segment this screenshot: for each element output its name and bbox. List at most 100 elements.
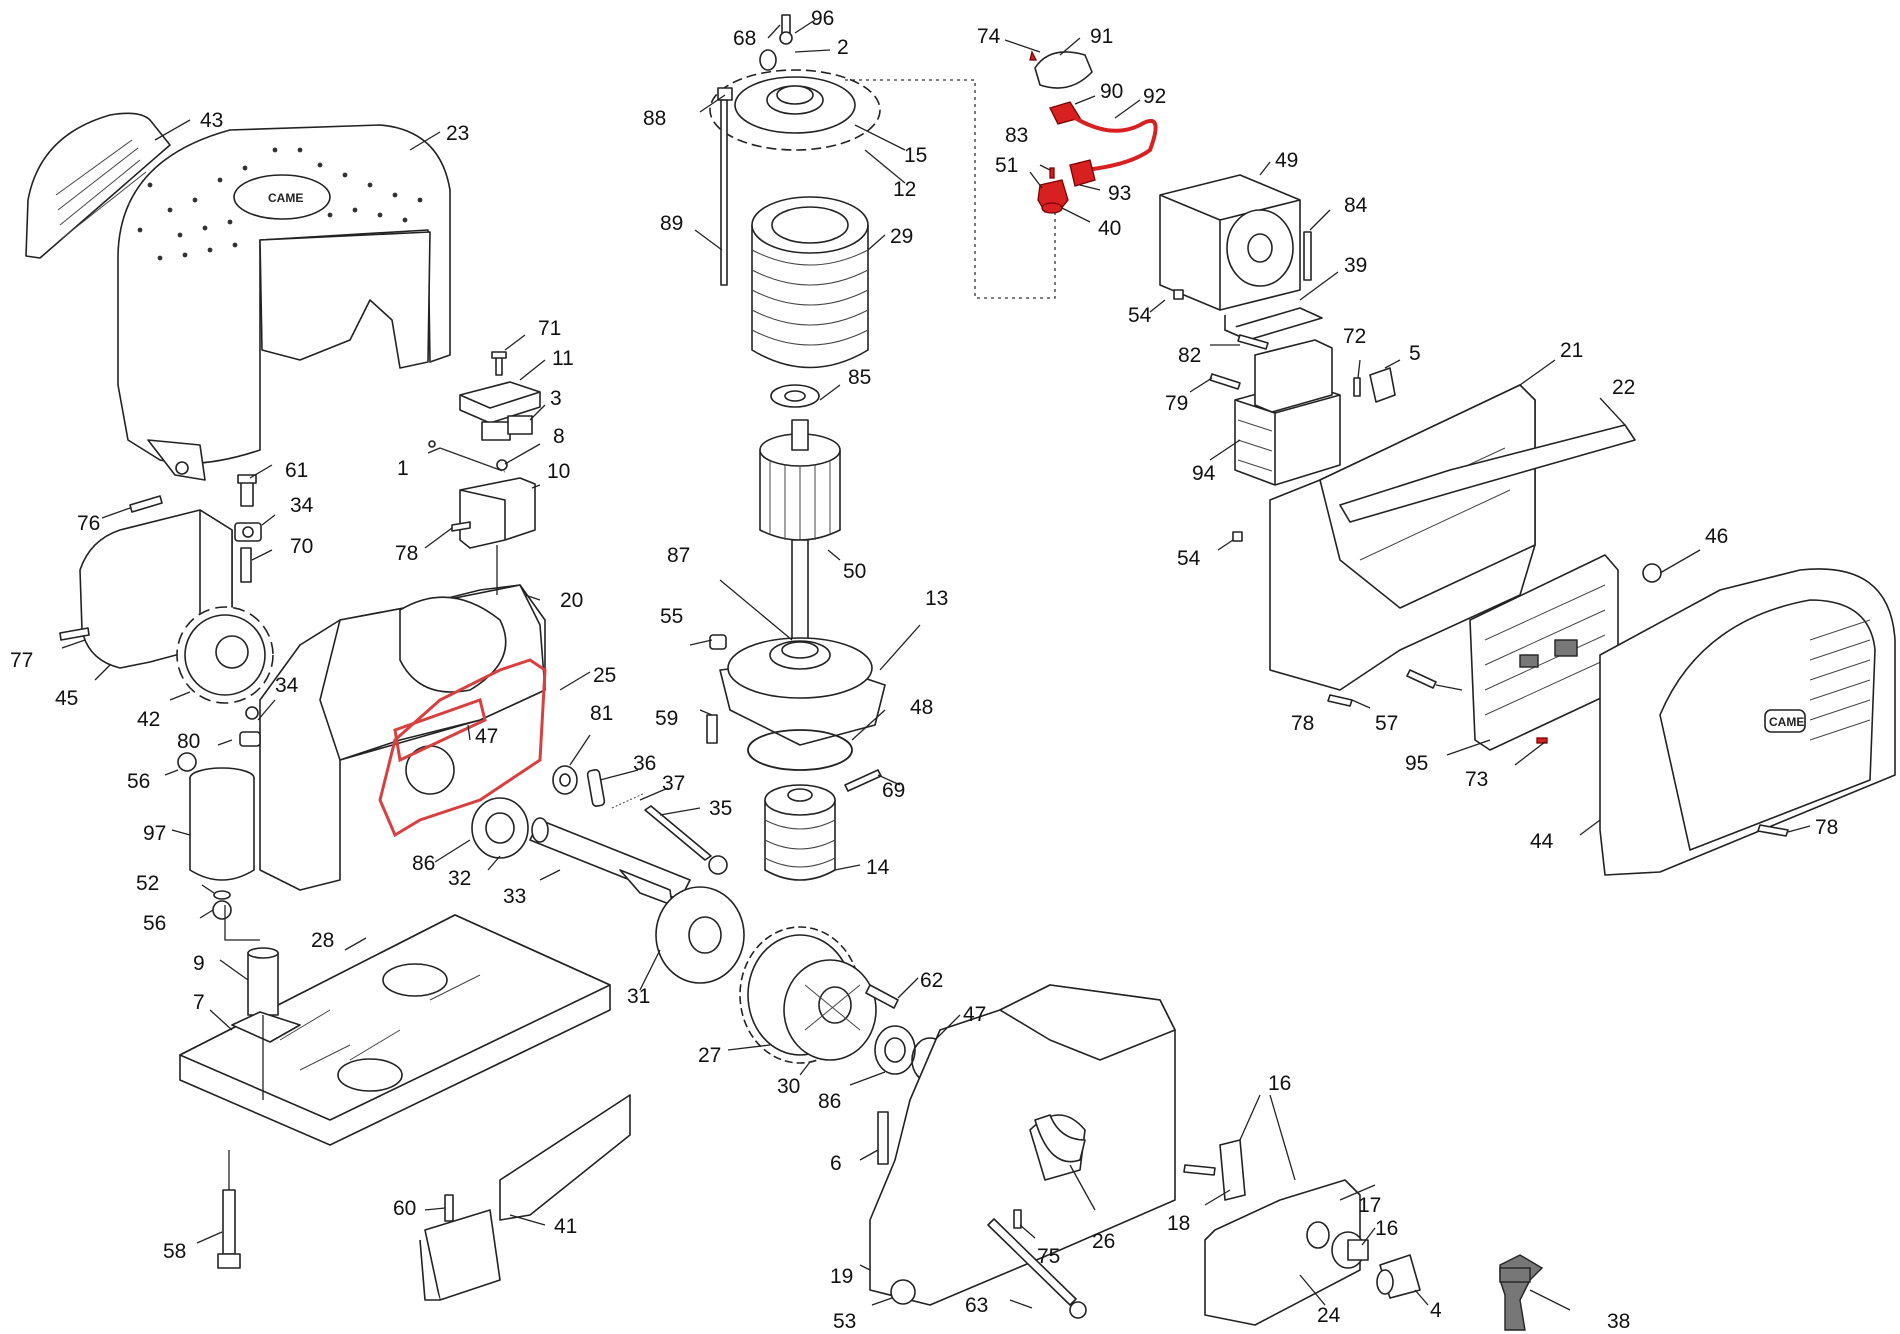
label-8: 8 [553,425,565,448]
label-42: 42 [137,708,160,731]
part-53-nut [890,1279,916,1305]
part-93-plug [1069,159,1096,187]
part-91-cap [1034,51,1093,89]
label-28: 28 [311,929,334,952]
part-18-screw [1183,1164,1216,1176]
part-22-board-cover [1339,424,1636,523]
label-15: 15 [904,144,927,167]
part-76-screw [129,495,163,513]
part-number-labels: 68 96 2 74 91 90 92 88 15 12 83 51 93 40… [10,7,1838,1333]
label-73: 73 [1465,768,1488,791]
label-91: 91 [1090,25,1113,48]
label-78-a: 78 [395,542,418,565]
part-50-rotor [759,419,841,651]
label-39: 39 [1344,254,1367,277]
label-84: 84 [1344,194,1368,217]
label-2: 2 [837,36,849,59]
label-44: 44 [1530,830,1554,853]
label-33: 33 [503,885,526,908]
part-60-pin [444,1194,454,1222]
part-52-washer [213,890,231,900]
part-86-bearing-a [471,797,529,859]
part-85-bearing [770,384,820,408]
label-80: 80 [177,730,200,753]
label-10: 10 [547,460,570,483]
part-33-worm-shaft [529,817,691,906]
label-97: 97 [143,822,166,845]
label-55: 55 [660,605,683,628]
part-30-hub [783,959,877,1061]
label-88: 88 [643,107,666,130]
part-23-motor-cover: CAME [117,124,451,481]
label-86-b: 86 [818,1090,841,1113]
label-51: 51 [995,154,1018,177]
label-18: 18 [1167,1212,1190,1235]
label-16-a: 16 [1268,1072,1291,1095]
part-24-lock-cover [1204,1179,1361,1326]
label-93: 93 [1108,182,1131,205]
label-1: 1 [397,457,409,480]
label-72: 72 [1343,325,1366,348]
label-30: 30 [777,1075,800,1098]
part-71-screw [491,351,507,376]
part-54-spacer-b [1232,531,1243,542]
label-29: 29 [890,225,913,248]
part-34-washer-top [234,522,262,542]
label-32: 32 [448,867,471,890]
part-70-pin [240,547,252,583]
label-86-a: 86 [412,852,435,875]
label-23: 23 [446,122,469,145]
part-94-transformer [1234,339,1341,486]
part-46-ring [1642,563,1662,583]
label-57: 57 [1375,712,1398,735]
part-14-worm-gear [764,784,836,881]
label-37: 37 [662,772,685,795]
part-68-screw [781,14,791,34]
label-31: 31 [627,985,650,1008]
part-6-spring-bolt [877,1111,889,1165]
part-96-washer [779,31,793,45]
label-27: 27 [698,1044,721,1067]
label-11: 11 [552,347,574,370]
label-17: 17 [1358,1194,1381,1217]
label-75: 75 [1037,1245,1060,1268]
part-75-screw [1013,1209,1022,1229]
leader-lines [61,19,1811,1311]
label-62: 62 [920,969,943,992]
part-56-nut-a [177,752,197,772]
part-78-screw-b [1327,694,1353,707]
part-10-bracket [459,477,536,549]
label-87: 87 [667,544,690,567]
part-2-sleeve [759,49,777,71]
link-dotted-path [845,79,1056,299]
part-1-spring [428,440,506,473]
label-81: 81 [590,702,613,725]
label-45: 45 [55,687,78,710]
label-13: 13 [925,587,948,610]
label-85: 85 [848,366,871,389]
label-40: 40 [1098,217,1121,240]
part-86-bearing-b [874,1025,916,1075]
right-cover-brand-mark: CAME [1769,715,1804,729]
part-61-screw [237,474,257,507]
label-16-b: 16 [1375,1217,1398,1240]
label-59: 59 [655,707,678,730]
label-74: 74 [977,25,1001,48]
label-83: 83 [1005,124,1028,147]
label-46: 46 [1705,525,1728,548]
label-26: 26 [1092,1230,1115,1253]
label-89: 89 [660,212,683,235]
label-5: 5 [1409,342,1421,365]
part-63-anchor [987,1218,1087,1319]
label-56-b: 56 [143,912,166,935]
part-79-screw [1209,373,1241,390]
part-84-screw [1303,231,1312,281]
label-21: 21 [1560,339,1583,362]
part-97-capacitor [189,767,255,881]
part-57-screw [1406,669,1437,689]
part-95-control-board [1469,554,1619,751]
part-80-nut [239,731,261,747]
part-48-o-ring [747,729,853,771]
label-61: 61 [285,459,308,482]
part-17-ring [1306,1221,1330,1249]
